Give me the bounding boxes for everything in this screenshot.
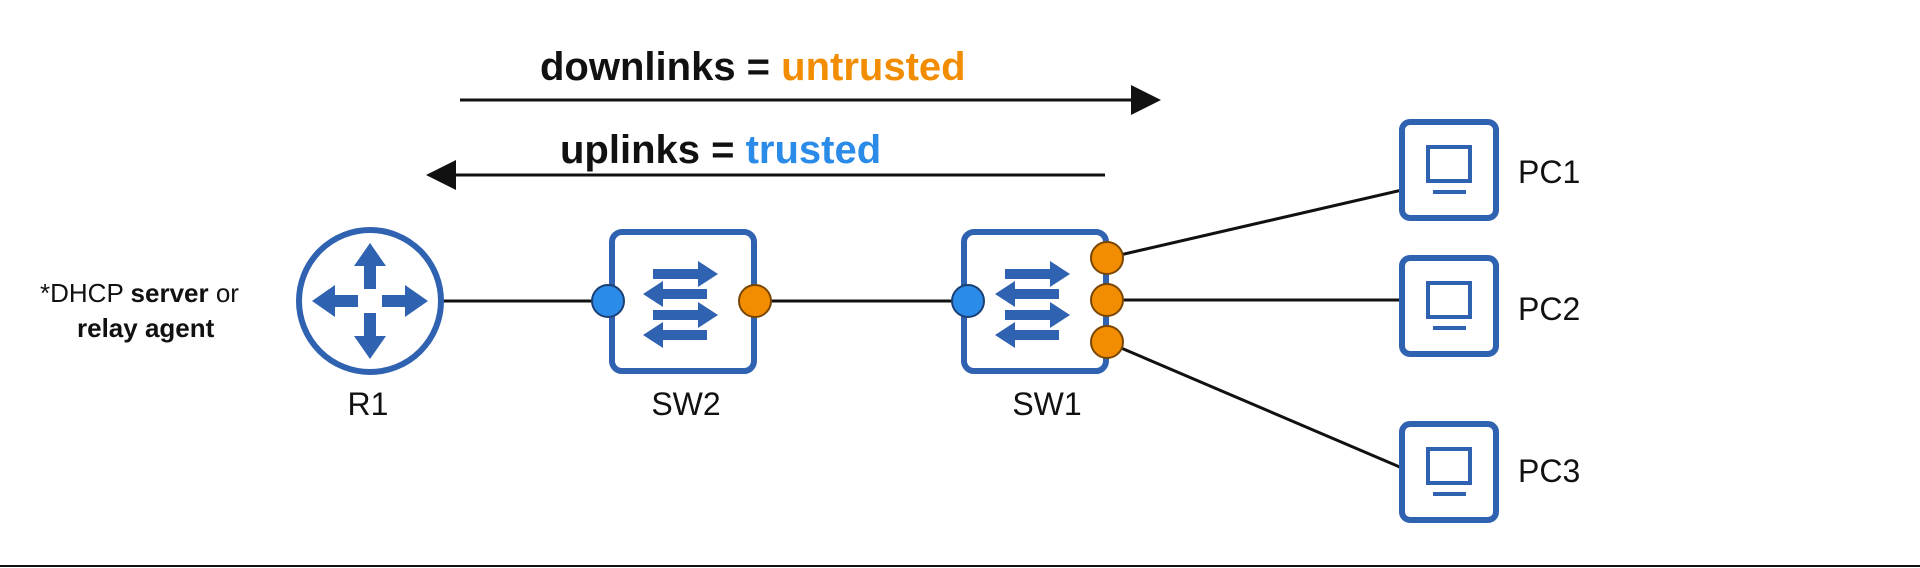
pc2-label: PC2 xyxy=(1518,291,1580,327)
sw1-label: SW1 xyxy=(1012,386,1081,422)
downlinks-prefix: downlinks = xyxy=(540,45,781,89)
pc1-label: PC1 xyxy=(1518,154,1580,190)
sw1-uplink-port-trusted xyxy=(951,284,985,318)
switch-arrows xyxy=(643,261,718,348)
link-sw1-pc3 xyxy=(1106,340,1403,470)
pc-screen xyxy=(1426,447,1472,485)
r1-label: R1 xyxy=(348,386,389,422)
router-icon xyxy=(296,227,444,375)
dhcp-note-or: or xyxy=(209,278,240,308)
dhcp-note-line1: *DHCP server or xyxy=(40,278,239,308)
sw2-uplink-port-trusted xyxy=(591,284,625,318)
pc-screen xyxy=(1426,281,1472,319)
pc1 xyxy=(1399,119,1499,221)
dhcp-note-prefix: *DHCP xyxy=(40,278,131,308)
pc-icon xyxy=(1399,255,1499,357)
uplinks-prefix: uplinks = xyxy=(560,128,746,172)
router-arrows xyxy=(312,243,428,359)
pc-screen xyxy=(1426,145,1472,183)
uplinks-value: trusted xyxy=(746,128,882,172)
switch-sw2 xyxy=(609,229,757,374)
downlinks-label: downlinks = untrusted xyxy=(540,45,966,89)
dhcp-note-server: server xyxy=(131,278,209,308)
dhcp-note-line2: relay agent xyxy=(77,313,215,343)
switch-icon xyxy=(961,229,1109,374)
uplinks-label: uplinks = trusted xyxy=(560,128,881,172)
sw1-downlink-port-pc3-untrusted xyxy=(1090,325,1124,359)
switch-arrows xyxy=(995,261,1070,348)
pc2 xyxy=(1399,255,1499,357)
pc-icon xyxy=(1399,421,1499,523)
router-r1 xyxy=(296,227,444,375)
sw2-downlink-port-untrusted xyxy=(738,284,772,318)
switch-sw1 xyxy=(961,229,1109,374)
sw1-downlink-port-pc1-untrusted xyxy=(1090,241,1124,275)
sw1-downlink-port-pc2-untrusted xyxy=(1090,283,1124,317)
pc-icon xyxy=(1399,119,1499,221)
downlinks-value: untrusted xyxy=(781,45,965,89)
switch-icon xyxy=(609,229,757,374)
sw2-label: SW2 xyxy=(651,386,720,422)
link-sw1-pc1 xyxy=(1106,188,1403,260)
pc3 xyxy=(1399,421,1499,523)
pc3-label: PC3 xyxy=(1518,453,1580,489)
